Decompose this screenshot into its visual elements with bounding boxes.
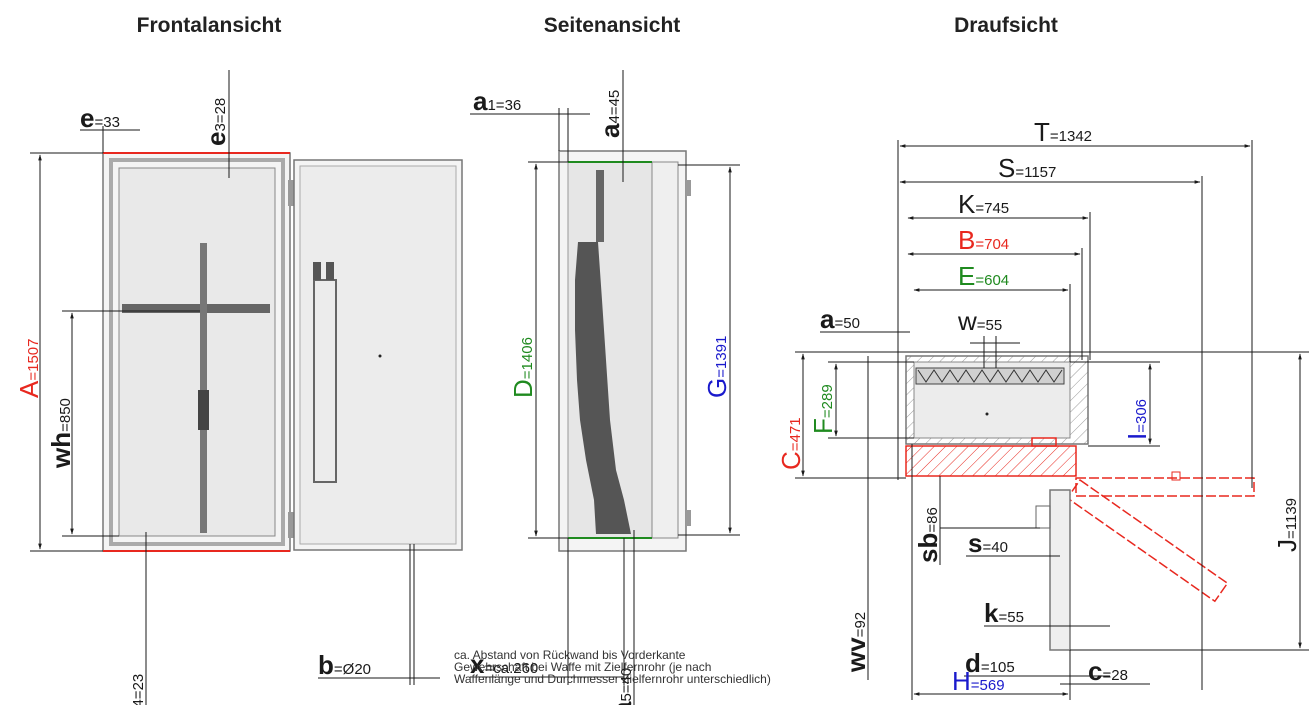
- dim-F-label: F=289: [808, 384, 838, 434]
- door-center-mark: [378, 354, 382, 358]
- top-rack-strip: [915, 367, 1065, 385]
- dim-wv-label: wv=92: [841, 612, 871, 673]
- dim-a5-label: a5=40: [607, 668, 637, 705]
- top-door-handle: [1031, 437, 1057, 447]
- dim-I-label: I=306: [1122, 399, 1152, 440]
- title-top: Draufsicht: [954, 14, 1058, 37]
- dim-b-label: b=Ø20: [318, 650, 371, 680]
- dim-e-label: e=33: [80, 103, 120, 133]
- top-center-mark: [985, 412, 989, 416]
- side-view: a1=36 a4=45 D=1406 G=1391 x=ca.260 a5=40: [454, 70, 771, 705]
- dim-k-label: k=55: [984, 598, 1024, 628]
- top-view: T=1342 S=1157 K=745 B=704 E=604 a=50: [776, 117, 1309, 700]
- note-line-3: Waffenlänge und Durchmesser Zielfernrohr…: [454, 672, 771, 686]
- dim-G-label: G=1391: [702, 336, 732, 398]
- top-door-open-angled: [1066, 478, 1229, 603]
- dim-J-label: J=1139: [1272, 498, 1302, 552]
- title-side: Seitenansicht: [544, 14, 681, 37]
- front-cabinet-frame: [109, 158, 285, 546]
- dim-x-label: x=ca.260: [470, 649, 538, 679]
- hinge-bottom: [288, 512, 294, 538]
- dim-e4-label: e4=23: [119, 674, 149, 705]
- top-door-open-flat-handle: [1171, 471, 1181, 481]
- hinge-top: [288, 180, 294, 206]
- door-clip-1: [313, 262, 321, 280]
- top-door-open-flat: [1075, 477, 1255, 497]
- side-hinge-top: [686, 180, 691, 196]
- dim-a4-label: a4=45: [595, 90, 625, 138]
- top-hinge-box: [1035, 505, 1051, 529]
- dim-H-label: H=569: [952, 666, 1005, 696]
- dim-T-label: T=1342: [1034, 117, 1092, 147]
- dim-E-label: E=604: [958, 261, 1009, 291]
- dim-e3-label: e3=28: [201, 98, 231, 146]
- dim-a1-label: a1=36: [473, 86, 521, 116]
- front-rack-bar: [122, 304, 270, 313]
- side-hinge-bottom: [686, 510, 691, 526]
- title-front: Frontalansicht: [137, 14, 282, 37]
- dim-d-label: d=105: [965, 648, 1015, 678]
- dim-a-label: a=50: [820, 304, 860, 334]
- front-door-panel: [299, 165, 457, 545]
- rifle-barrel: [596, 170, 604, 242]
- dim-w-label: w=55: [957, 306, 1002, 336]
- top-door-gray: [1049, 489, 1071, 651]
- dim-s-label: s=40: [968, 528, 1008, 558]
- dim-A-label: A=1507: [14, 339, 44, 398]
- dim-D-label: D=1406: [508, 337, 538, 398]
- front-cabinet-inner: [118, 167, 276, 537]
- top-rack-zigzag: [917, 369, 1063, 383]
- door-gun-holder: [313, 279, 337, 483]
- dim-K-label: K=745: [958, 189, 1009, 219]
- dim-wh-label: wh=850: [46, 398, 76, 469]
- dim-B-label: B=704: [958, 225, 1009, 255]
- door-clip-2: [326, 262, 334, 280]
- front-rack-holder: [198, 390, 209, 430]
- top-door-closed: [905, 445, 1077, 477]
- front-rack-upright: [200, 243, 207, 533]
- dim-sb-label: sb=86: [913, 507, 943, 563]
- side-door-profile: [651, 161, 679, 539]
- dim-c-label: c=28: [1088, 656, 1128, 686]
- dim-C-label: C=471: [776, 417, 806, 470]
- note-line-1: ca. Abstand von Rückwand bis Vorderkante: [454, 648, 686, 662]
- dim-S-label: S=1157: [998, 153, 1056, 183]
- rifle-silhouette: [575, 242, 631, 534]
- note-line-2: Gewehrschaft bei Waffe mit Zielfernrohr …: [454, 660, 711, 674]
- front-view: e=33 e3=28 A=1507 wh=850 e4=23 b=Ø20: [14, 70, 463, 705]
